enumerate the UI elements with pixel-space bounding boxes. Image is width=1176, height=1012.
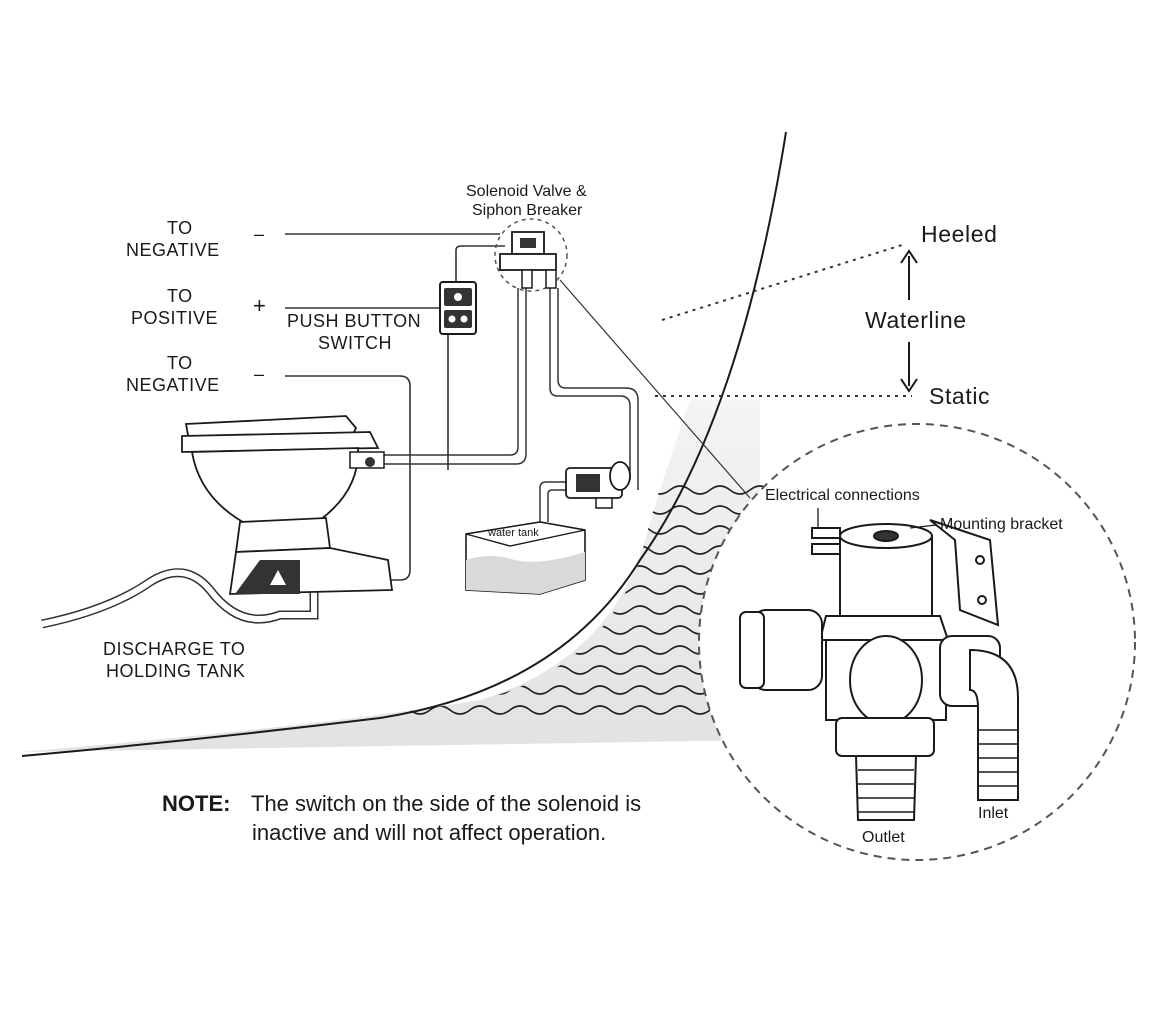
minus-sign-bottom: – (254, 364, 265, 384)
water-area (22, 400, 791, 752)
electrical-connections-label: Electrical connections (765, 487, 920, 504)
mounting-bracket-label: Mounting bracket (940, 516, 1063, 533)
to-negative-top-line1: TO (167, 218, 193, 238)
note-prefix: NOTE: (162, 791, 230, 816)
note-line2: inactive and will not affect operation. (252, 820, 606, 845)
to-positive-line2: POSITIVE (131, 308, 218, 328)
to-negative-top-line2: NEGATIVE (126, 240, 220, 260)
outlet-label: Outlet (862, 829, 905, 846)
solenoid-valve-large (739, 519, 1019, 821)
inlet-label: Inlet (978, 805, 1009, 822)
waterline-label: Waterline (865, 307, 967, 333)
discharge-line1: DISCHARGE TO (103, 639, 245, 659)
waterline-arrow (900, 249, 918, 393)
static-label: Static (929, 383, 990, 409)
plus-sign: + (253, 293, 266, 318)
discharge-line2: HOLDING TANK (106, 661, 245, 681)
solenoid-valve-small (494, 218, 568, 292)
push-button-line1: PUSH BUTTON (287, 311, 421, 331)
minus-sign-top: – (254, 224, 265, 244)
water-tank: water tank (465, 521, 586, 595)
push-button-line2: SWITCH (318, 333, 392, 353)
to-negative-bottom-line2: NEGATIVE (126, 375, 220, 395)
toilet (181, 415, 394, 595)
valve-detail: Electrical connections Mounting bracket … (698, 423, 1136, 861)
hoses (384, 279, 751, 522)
solenoid-label-line2: Siphon Breaker (472, 202, 583, 219)
heeled-waterline (661, 244, 903, 321)
wiring (285, 233, 505, 581)
barb-ridges (858, 729, 1018, 813)
note-line1: The switch on the side of the solenoid i… (251, 791, 641, 816)
to-negative-bottom-line1: TO (167, 353, 193, 373)
hull-curve (21, 131, 787, 757)
heeled-label: Heeled (921, 221, 998, 247)
pump (565, 461, 631, 509)
solenoid-label-line1: Solenoid Valve & (466, 183, 587, 200)
water-tank-label: water tank (487, 527, 539, 539)
to-positive-line1: TO (167, 286, 193, 306)
push-button-switch (439, 281, 477, 335)
